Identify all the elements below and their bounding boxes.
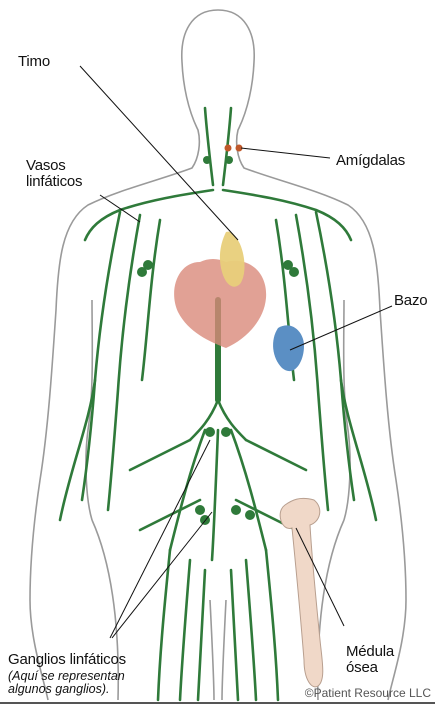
lymph-node — [195, 505, 205, 515]
label-lymph-vessels: Vasos linfáticos — [26, 158, 82, 190]
label-spleen: Bazo — [394, 293, 427, 309]
lymph-node — [205, 427, 215, 437]
heart-and-thymus — [174, 232, 266, 348]
lymph-node — [221, 427, 231, 437]
lymph-node — [137, 267, 147, 277]
label-tonsils: Amígdalas — [336, 153, 405, 169]
lymph-node — [289, 267, 299, 277]
femur-bone — [280, 498, 323, 687]
lymph-node — [203, 156, 211, 164]
label-bone-marrow: Médula ósea — [346, 644, 394, 676]
bone — [280, 498, 323, 687]
tonsil — [225, 145, 232, 152]
lymph-node — [231, 505, 241, 515]
lymph-node — [225, 156, 233, 164]
credit-text: ©Patient Resource LLC — [305, 686, 431, 700]
heart — [174, 259, 266, 348]
label-thymus: Timo — [18, 54, 50, 70]
label-lymph-nodes: Ganglios linfáticos — [8, 652, 126, 668]
spleen — [273, 325, 304, 371]
bottom-rule — [0, 702, 435, 704]
lymph-node — [245, 510, 255, 520]
label-lymph-nodes-note: (Aquí se representan algunos ganglios). — [8, 670, 125, 696]
tonsils — [225, 145, 243, 152]
